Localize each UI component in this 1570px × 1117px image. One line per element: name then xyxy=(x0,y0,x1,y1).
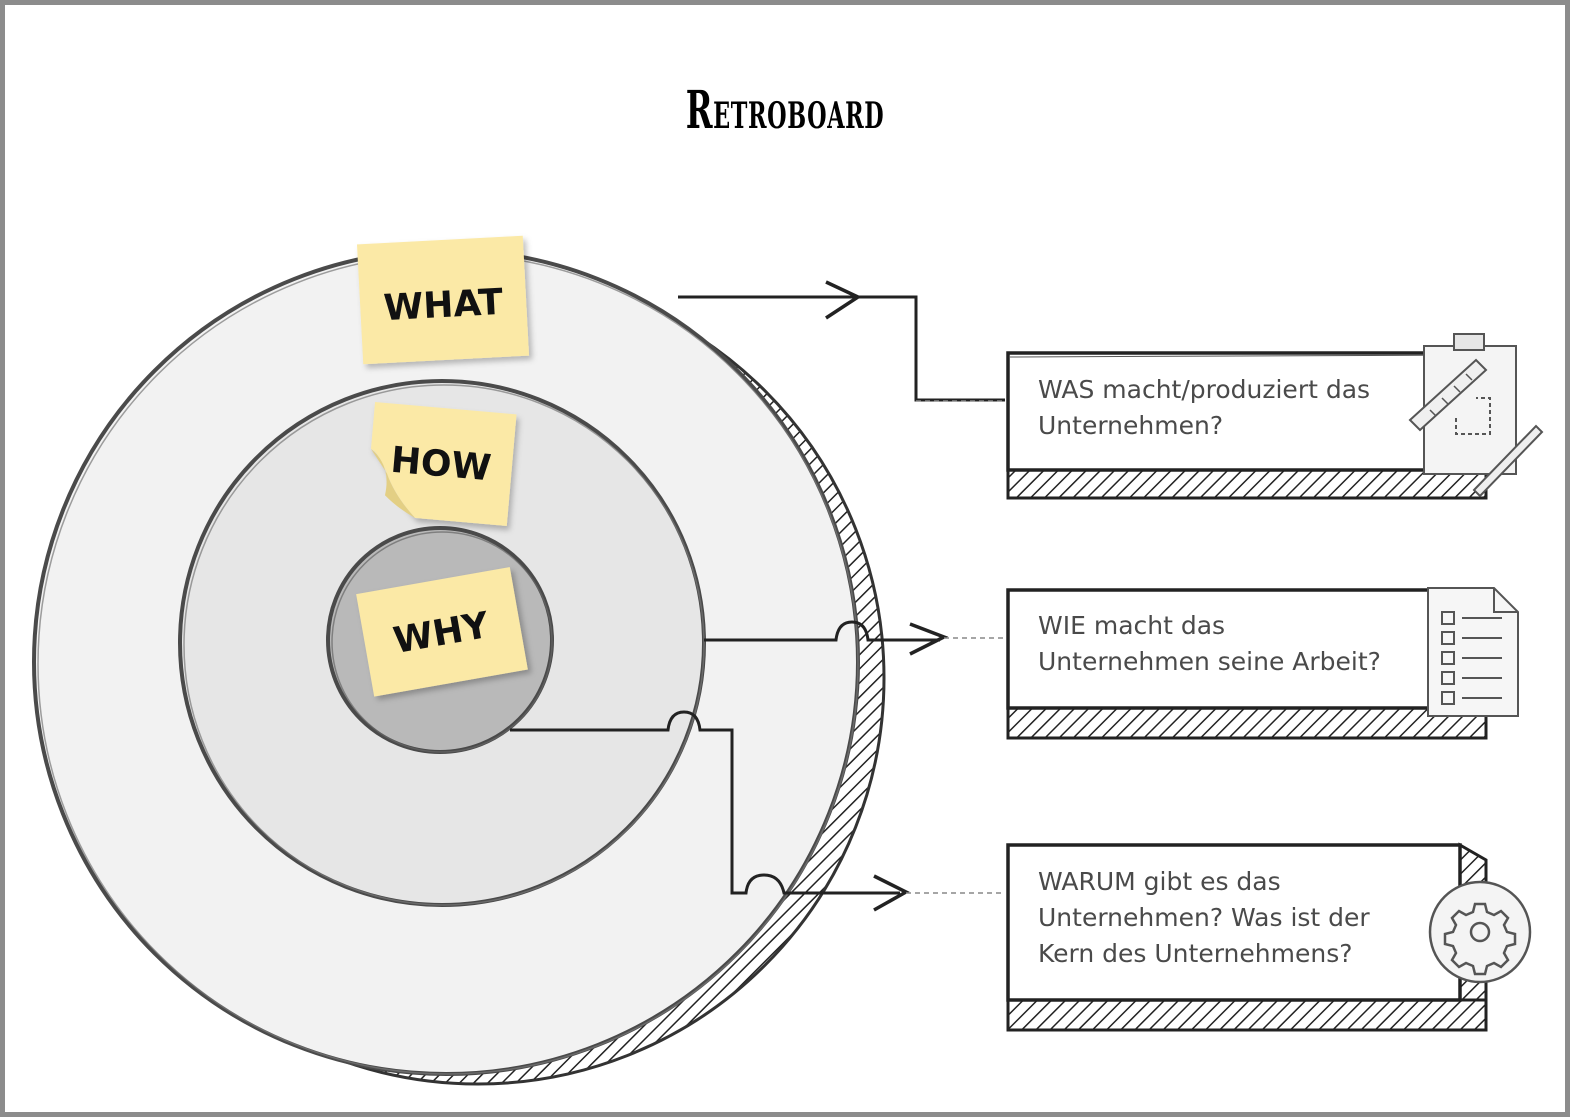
sticky-note-how-label: HOW xyxy=(389,440,493,490)
sticky-note-what-label: WHAT xyxy=(383,282,505,329)
box-what: WAS macht/produziert das Unternehmen? xyxy=(1006,351,1488,500)
connector-what xyxy=(678,280,1005,402)
box-why-text: WARUM gibt es das Unternehmen? Was ist d… xyxy=(1038,867,1378,968)
sticky-note-why: WHY xyxy=(356,567,528,697)
connector-why xyxy=(510,710,1005,912)
gear-icon xyxy=(1428,880,1532,984)
box-what-text: WAS macht/produziert das Unternehmen? xyxy=(1038,375,1378,440)
clipboard-icon xyxy=(1408,333,1544,498)
sticky-note-what: WHAT xyxy=(356,235,530,365)
box-why: WARUM gibt es das Unternehmen? Was ist d… xyxy=(1006,842,1488,1032)
checklist-document-icon xyxy=(1427,587,1519,717)
box-how: WIE macht das Unternehmen seine Arbeit? xyxy=(1006,588,1488,740)
sticky-note-how: HOW xyxy=(370,402,517,526)
box-how-text: WIE macht das Unternehmen seine Arbeit? xyxy=(1038,611,1381,676)
board-title: Retroboard xyxy=(685,80,885,141)
connector-how xyxy=(704,620,1005,656)
